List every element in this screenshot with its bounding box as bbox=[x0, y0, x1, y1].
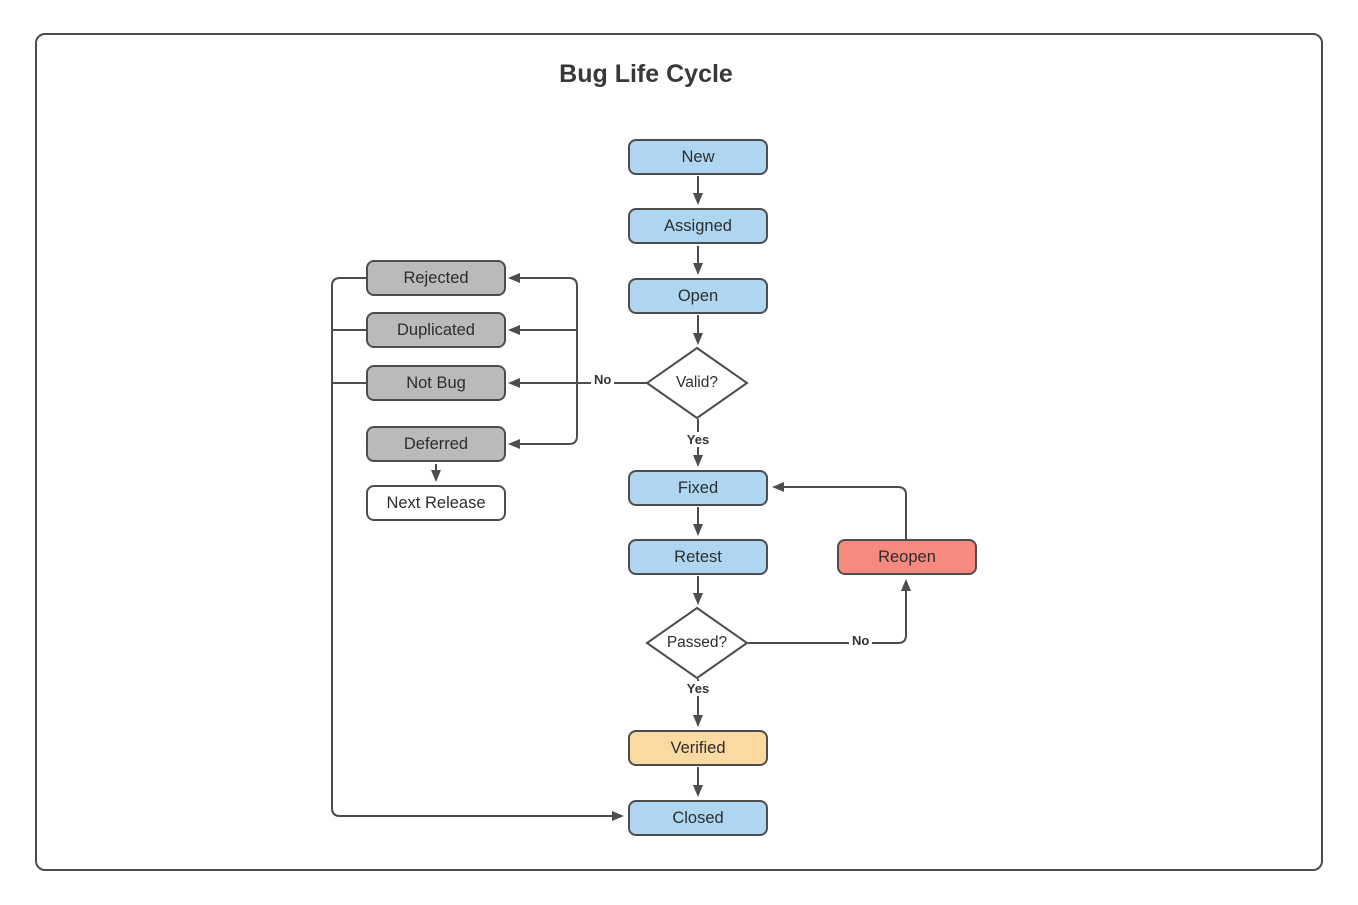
edge-label-valid-yes: Yes bbox=[683, 432, 713, 447]
valid-decision-label: Valid? bbox=[676, 374, 718, 391]
passed-decision-diamond bbox=[645, 606, 749, 680]
arrow-passed-reopen-no bbox=[748, 579, 911, 644]
passed-decision-label: Passed? bbox=[666, 634, 728, 651]
edge-label-valid-no: No bbox=[591, 372, 615, 387]
node-duplicated: Duplicated bbox=[366, 312, 506, 348]
node-not-bug: Not Bug bbox=[366, 365, 506, 401]
valid-decision-diamond bbox=[645, 346, 749, 420]
edge-label-passed-no: No bbox=[849, 633, 873, 648]
node-new: New bbox=[628, 139, 768, 175]
arrow-branch-duplicated bbox=[508, 325, 578, 383]
arrow-left-merge-closed bbox=[331, 277, 624, 821]
edge-label-passed-yes: Yes bbox=[683, 681, 713, 696]
node-retest: Retest bbox=[628, 539, 768, 575]
arrow-branch-deferred bbox=[508, 383, 578, 449]
diagram-title: Bug Life Cycle bbox=[559, 60, 733, 88]
node-verified: Verified bbox=[628, 730, 768, 766]
node-next-release: Next Release bbox=[366, 485, 506, 521]
arrow-branch-rejected bbox=[508, 273, 578, 383]
node-fixed: Fixed bbox=[628, 470, 768, 506]
node-open: Open bbox=[628, 278, 768, 314]
arrow-reopen-fixed bbox=[772, 482, 907, 539]
node-reopen: Reopen bbox=[837, 539, 977, 575]
node-rejected: Rejected bbox=[366, 260, 506, 296]
node-closed: Closed bbox=[628, 800, 768, 836]
node-deferred: Deferred bbox=[366, 426, 506, 462]
node-assigned: Assigned bbox=[628, 208, 768, 244]
